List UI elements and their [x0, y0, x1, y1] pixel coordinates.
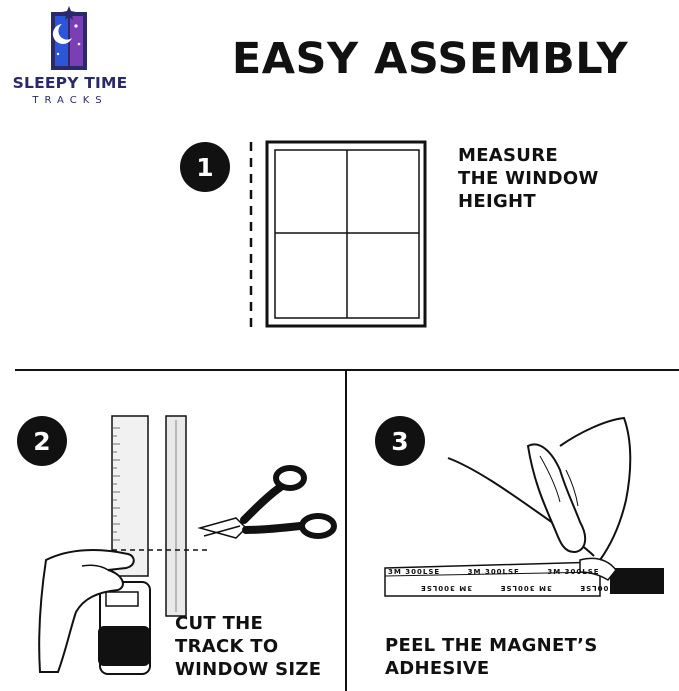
tape-print-bottom: 3M 300LSE 3M 300LSE 3M 300LSE — [420, 584, 632, 592]
tape-print-top: 3M 300LSE 3M 300LSE 3M 300LSE — [388, 568, 600, 576]
step-1-badge: 1 — [180, 142, 230, 192]
brand-subtitle: TRACKS — [32, 95, 108, 106]
step-1-text: MEASURE THE WINDOW HEIGHT — [458, 144, 599, 213]
horizontal-divider — [15, 369, 679, 371]
step-2-badge: 2 — [17, 416, 67, 466]
window-measure-icon — [249, 140, 427, 328]
step-3-text: PEEL THE MAGNET’S ADHESIVE — [385, 634, 598, 680]
step-2-line: CUT THE — [175, 613, 264, 634]
step-3-badge: 3 — [375, 416, 425, 466]
track-cut-icon — [38, 415, 337, 675]
brand-name: SLEEPY TIME — [12, 74, 128, 92]
step-2-line: WINDOW SIZE — [175, 659, 322, 680]
magnet-peel-icon — [384, 416, 664, 597]
vertical-divider — [345, 369, 347, 691]
step-1-line: HEIGHT — [458, 191, 536, 212]
step-2-text: CUT THE TRACK TO WINDOW SIZE — [175, 612, 321, 681]
step-1-line: THE WINDOW — [458, 168, 599, 189]
step-1-line: MEASURE — [458, 145, 558, 166]
step-3-line: PEEL THE MAGNET’S — [385, 635, 598, 656]
step-2-line: TRACK TO — [175, 636, 279, 657]
step-3-line: ADHESIVE — [385, 658, 490, 679]
sleepy-time-tracks-logo-icon — [51, 6, 87, 70]
page-title: EASY ASSEMBLY — [231, 34, 629, 84]
